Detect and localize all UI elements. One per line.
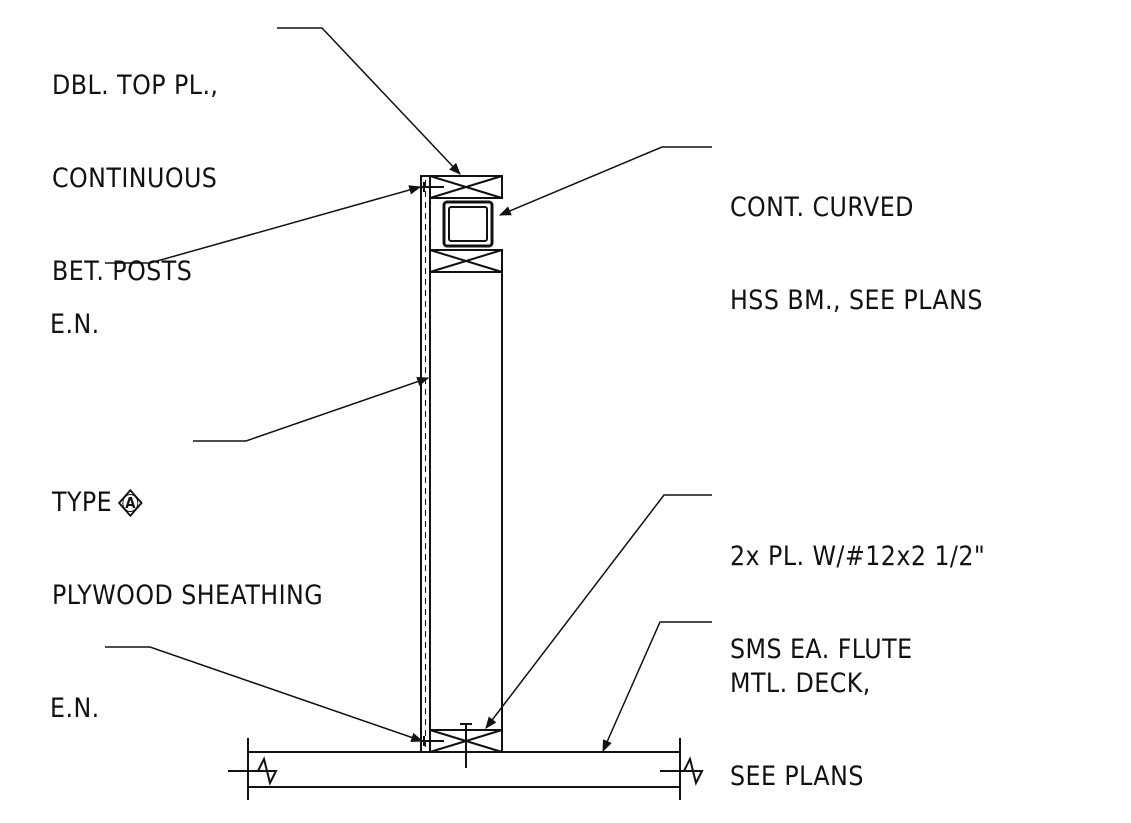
- wall-stud: [430, 250, 502, 752]
- note-deck-line1: MTL. DECK,: [730, 668, 871, 699]
- note-hss-beam-line2: HSS BM., SEE PLANS: [730, 285, 983, 316]
- note-hss-beam: CONT. CURVED HSS BM., SEE PLANS: [730, 130, 983, 347]
- type-diamond-tag-icon: A: [117, 488, 144, 518]
- hss-beam: [444, 202, 492, 246]
- note-top-plate: DBL. TOP PL., CONTINUOUS BET. POSTS: [52, 8, 218, 318]
- note-top-plate-line2: CONTINUOUS: [52, 163, 218, 194]
- note-sheathing: TYPE A PLYWOOD SHEATHING: [52, 425, 323, 642]
- note-screws-line1: 2x PL. W/#12x2 1/2": [730, 541, 986, 572]
- note-top-plate-line1: DBL. TOP PL.,: [52, 70, 219, 101]
- note-deck: MTL. DECK, SEE PLANS: [730, 606, 871, 823]
- note-hss-beam-line1: CONT. CURVED: [730, 192, 914, 223]
- right-break-line: [660, 759, 702, 783]
- fasteners: [420, 182, 472, 768]
- type-tag-letter: A: [125, 493, 136, 512]
- left-break-line: [228, 759, 276, 783]
- leader-screws: [485, 495, 712, 729]
- leaders: [105, 28, 712, 753]
- note-sheathing-line2: PLYWOOD SHEATHING: [52, 580, 324, 611]
- leader-top-plate: [277, 28, 461, 175]
- leader-deck: [603, 622, 712, 753]
- leader-sheathing: [193, 376, 430, 441]
- note-screws: 2x PL. W/#12x2 1/2" SMS EA. FLUTE: [730, 479, 985, 696]
- note-top-plate-line3: BET. POSTS: [52, 256, 193, 287]
- double-top-plate: [430, 176, 502, 198]
- plywood-sheathing: [421, 176, 430, 752]
- note-sheathing-line1: TYPE A: [52, 487, 323, 518]
- note-edge-nail-bottom-text: E.N.: [50, 693, 100, 724]
- leader-en-top: [105, 185, 422, 263]
- note-screws-line2: SMS EA. FLUTE: [730, 634, 913, 665]
- note-edge-nail-top-text: E.N.: [50, 309, 100, 340]
- note-edge-nail-top: E.N.: [50, 247, 100, 371]
- leader-en-bottom: [105, 647, 424, 743]
- note-edge-nail-bottom: E.N.: [50, 631, 100, 755]
- note-sheathing-prefix: TYPE: [52, 487, 113, 518]
- note-deck-line2: SEE PLANS: [730, 761, 864, 792]
- leader-hss-beam: [498, 147, 712, 215]
